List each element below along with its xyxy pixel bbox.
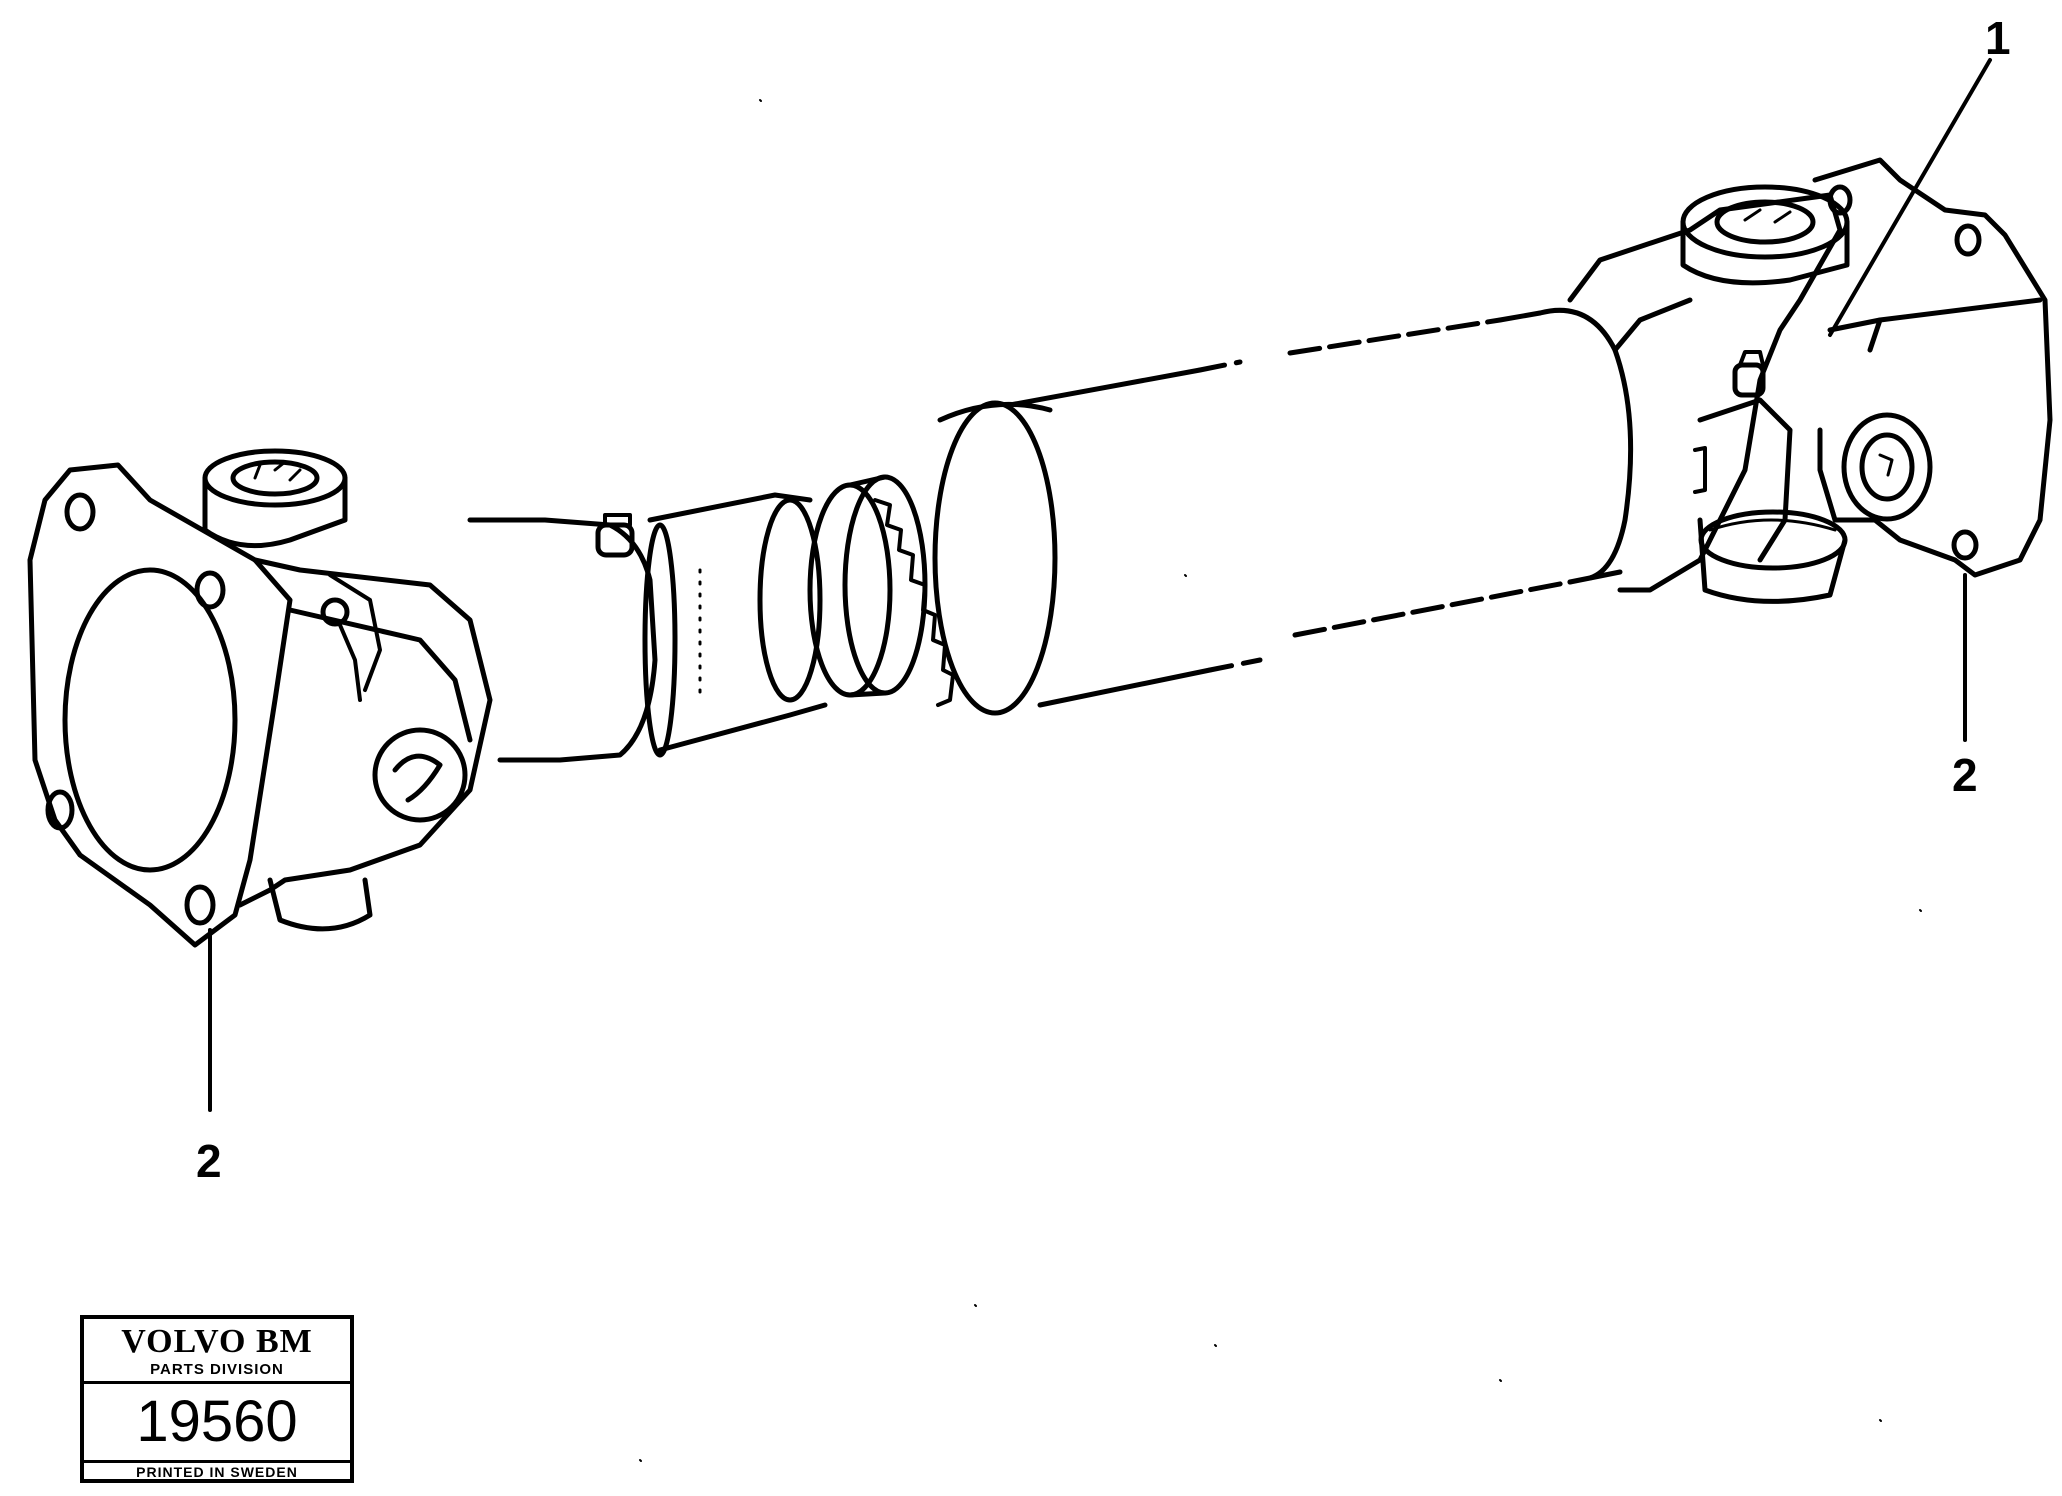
leader-ref-1 [1828,58,1992,337]
main-tube [932,307,1634,716]
stamp-brand: VOLVO BM [121,1323,313,1360]
slip-joint-tube [467,474,955,763]
callout-ref-2-right: 2 [1952,749,1978,801]
stamp-illustration-number: 19560 [136,1389,298,1454]
volvo-bm-parts-stamp: VOLVO BM PARTS DIVISION 19560 PRINTED IN… [80,1315,354,1483]
stamp-printed-in: PRINTED IN SWEDEN [136,1464,298,1480]
stamp-division: PARTS DIVISION [150,1361,284,1378]
callout-ref-2-left: 2 [196,1135,222,1187]
leader-lines [208,58,1992,1112]
callout-ref-1: 1 [1985,12,2011,64]
stamp-divider-bottom [84,1460,350,1463]
stamp-divider-top [84,1381,350,1384]
left-flange-yoke [27,448,493,948]
right-flange-yoke [1567,157,2053,604]
scan-specks [639,99,1922,1462]
